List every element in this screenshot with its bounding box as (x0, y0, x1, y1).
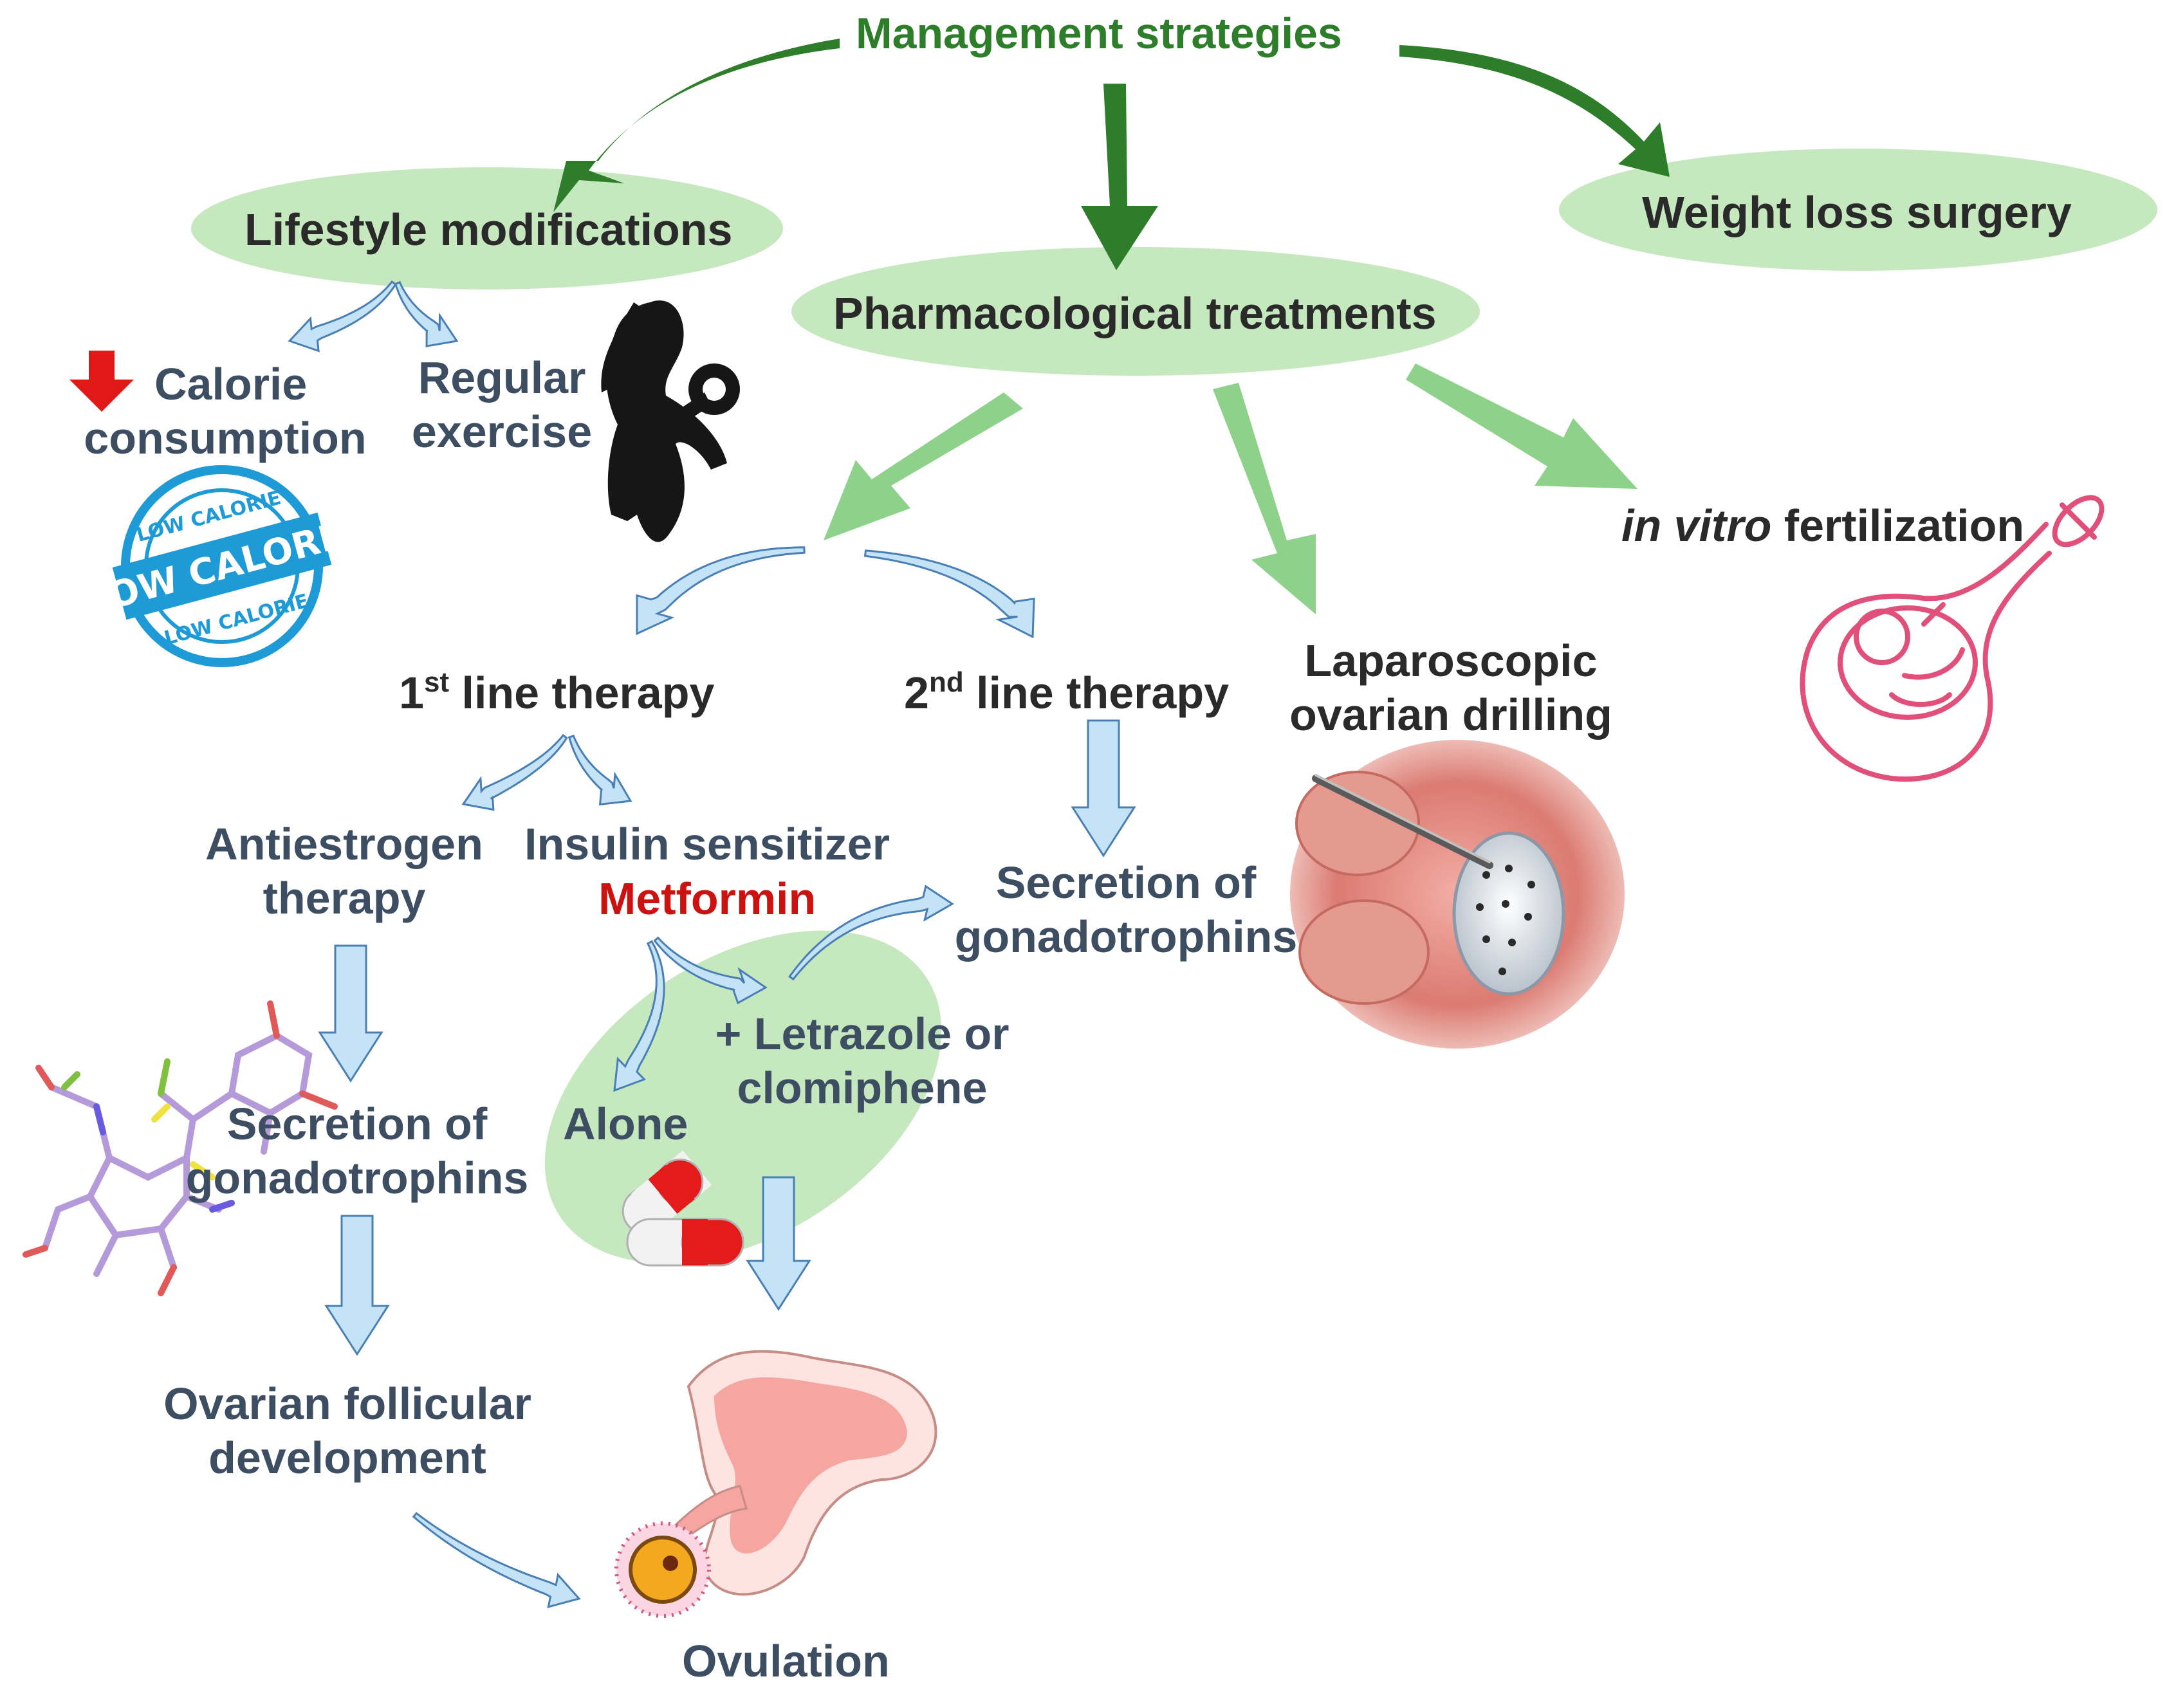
molecule-icon (23, 1000, 338, 1296)
pharma-label: Pharmacological treatments (833, 288, 1437, 338)
blue-arrows (288, 280, 1136, 1608)
surgery-ellipse (1559, 149, 2157, 271)
blue-arrow-to-secretion-right (788, 885, 954, 981)
lifestyle-label: Lifestyle modifications (244, 205, 733, 255)
insulin-label: Insulin sensitizer (524, 819, 890, 869)
blue-arrow-to-letrozole (653, 936, 768, 1005)
diagram-title: Management strategies (856, 9, 1342, 58)
metformin-label: Metformin (598, 874, 816, 924)
lifestyle-ellipse (191, 167, 783, 289)
blue-arrow-to-first-line (636, 546, 806, 636)
blue-arrow-secretion-down (324, 1215, 390, 1356)
blue-arrow-to-insulin (567, 734, 632, 806)
surgery-label: Weight loss surgery (1642, 187, 2072, 237)
woman-dumbbell-icon (601, 300, 740, 542)
ovulation-label: Ovulation (682, 1636, 890, 1686)
metformin-options-ellipse (544, 930, 942, 1263)
follicular-label: Ovarian follicular development (163, 1379, 531, 1483)
antiestrogen-label: Antiestrogen therapy (205, 819, 483, 923)
secretion-right-label: Secretion of gonadotrophins (954, 858, 1298, 962)
ovary-ovulation-icon (614, 1350, 937, 1618)
first-line-label: 1st line therapy (399, 666, 715, 718)
blue-arrow-antiestrogen-down (318, 944, 383, 1083)
second-line-label: 2nd line therapy (904, 666, 1230, 718)
blue-arrow-to-calorie (288, 280, 397, 353)
title-arrows (553, 39, 1670, 270)
blue-arrow-to-alone (613, 940, 665, 1092)
alone-label: Alone (563, 1099, 688, 1149)
calorie-label: Calorie consumption (84, 359, 367, 463)
blue-arrow-to-ovulation (746, 1176, 811, 1311)
letrozole-label: + Letrazole or clomiphene (715, 1009, 1010, 1113)
capsule-pills-icon (622, 1150, 744, 1267)
blue-arrow-to-second-line (863, 549, 1035, 639)
down-arrow-icon (69, 351, 134, 412)
secretion-left-label: Secretion of gonadotrophins (185, 1099, 529, 1203)
blue-arrow-to-ovulation-icon (412, 1512, 581, 1608)
pharma-arrows (824, 363, 1637, 614)
blue-arrow-to-antiestrogen (461, 733, 568, 811)
ovary-drilling-image (1290, 740, 1625, 1049)
ivf-label: in vitro fertilization (1621, 500, 2025, 551)
blue-arrow-to-exercise (394, 280, 459, 347)
exercise-label: Regular exercise (411, 353, 593, 457)
pharma-ellipse (791, 247, 1480, 376)
low-calorie-stamp-icon: LOW CALORIE LOW CALORIE LOW CALORIE (83, 465, 362, 667)
blue-arrow-second-line-down (1071, 719, 1136, 858)
flask-embryo-icon (1800, 495, 2105, 782)
lod-label: Laparoscopic ovarian drilling (1289, 636, 1612, 740)
